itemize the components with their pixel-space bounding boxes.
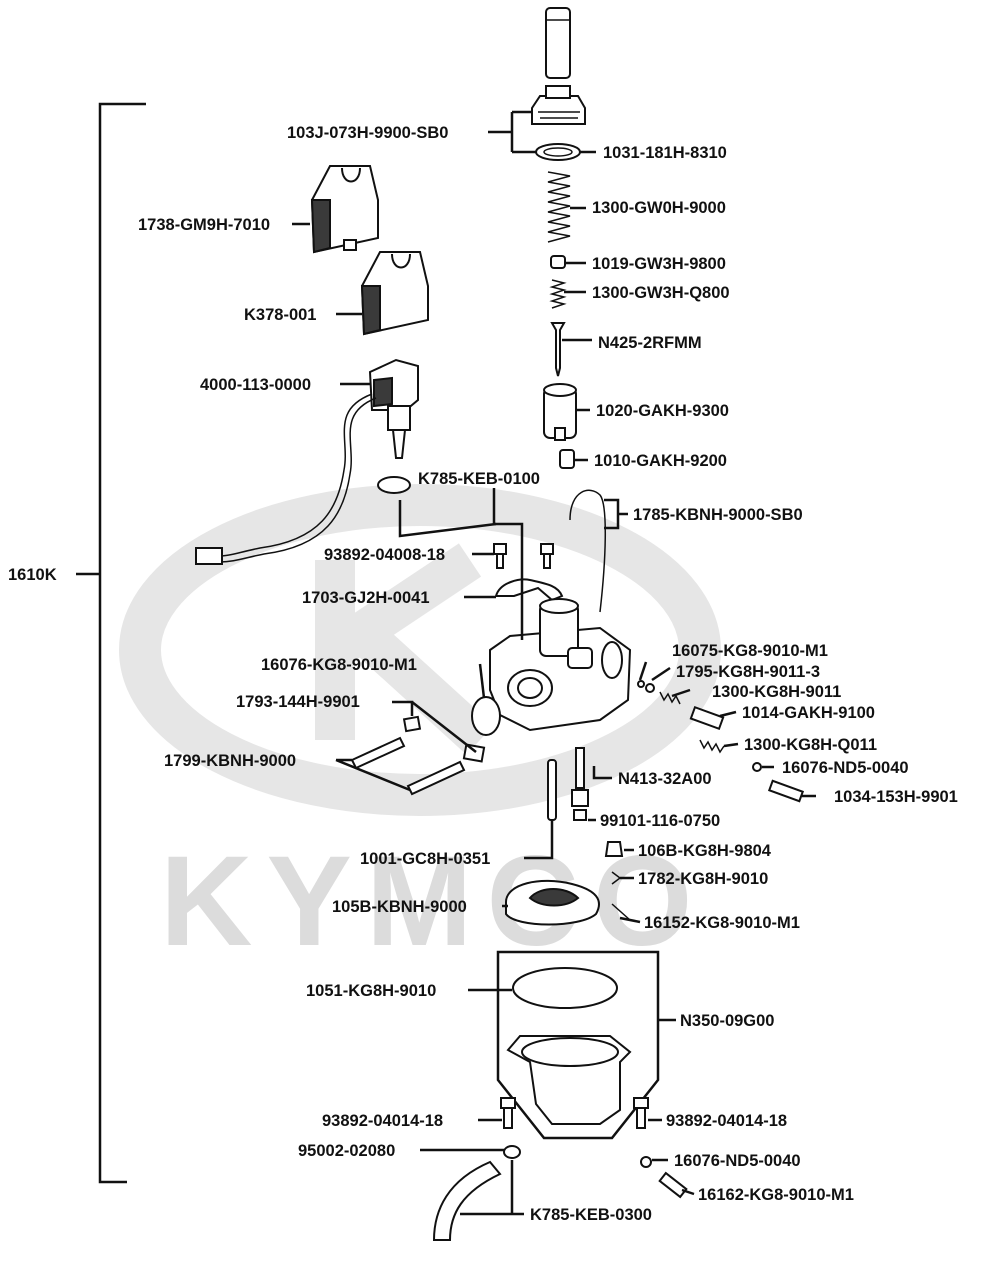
top-cap-part xyxy=(531,85,586,125)
jet-parts xyxy=(547,747,624,885)
label-cap: 103J-073H-9900-SB0 xyxy=(287,124,448,142)
label-cover-a: 1738-GM9H-7010 xyxy=(138,216,270,234)
choke-part xyxy=(368,358,419,459)
choke-wire xyxy=(219,393,373,557)
label-slide: 1020-GAKH-9300 xyxy=(596,402,729,420)
drain-hose-part xyxy=(432,1160,502,1241)
connector-part xyxy=(195,547,223,565)
idle-parts xyxy=(637,680,805,803)
label-screw-top: 93892-04008-18 xyxy=(324,546,445,564)
assembly-bracket xyxy=(76,102,146,1184)
vent-tube-part xyxy=(569,489,607,613)
label-jet-holder: 1001-GC8H-0351 xyxy=(360,850,490,868)
part-labels: 1610K 103J-073H-9900-SB0 1031-181H-8310 … xyxy=(8,124,958,1224)
label-assembly: 1610K xyxy=(8,566,57,584)
main-spring-part xyxy=(547,171,571,243)
label-gasket-bowl: 1051-KG8H-9010 xyxy=(306,982,436,1000)
clip-part xyxy=(550,255,566,269)
label-oring-small: 16076-ND5-0040 xyxy=(782,759,909,777)
plate-part xyxy=(494,578,564,602)
cover-b-part xyxy=(360,251,429,336)
label-float-valve: 106B-KG8H-9804 xyxy=(638,842,772,860)
label-screw-bowl-r: 93892-04014-18 xyxy=(666,1112,787,1130)
label-screw-throttle: 1034-153H-9901 xyxy=(834,788,958,806)
clamp-part xyxy=(503,1145,521,1159)
label-drain-screw: 16162-KG8-9010-M1 xyxy=(698,1186,854,1204)
label-oring-kit: K785-KEB-0100 xyxy=(418,470,540,488)
label-clamp: 95002-02080 xyxy=(298,1142,395,1160)
drain-parts xyxy=(640,1156,688,1199)
needle-part xyxy=(550,322,566,377)
label-spring-throttle: 1300-KG8H-Q011 xyxy=(744,736,877,754)
choke-wire-2 xyxy=(219,397,377,563)
label-choke: 4000-113-0000 xyxy=(200,376,311,394)
stud-parts xyxy=(350,715,486,796)
label-plate: 1703-GJ2H-0041 xyxy=(302,589,430,607)
washer-hole xyxy=(543,147,573,157)
float-pin-part xyxy=(611,903,631,921)
screw-top-parts xyxy=(493,543,554,569)
washer-part xyxy=(535,143,581,161)
bowl-gasket-part xyxy=(512,967,618,1009)
label-hose-kit: K785-KEB-0300 xyxy=(530,1206,652,1224)
watermark-text: KYMCO xyxy=(160,830,706,973)
label-stud: 1799-KBNH-9000 xyxy=(164,752,296,770)
bowl-screws xyxy=(500,1097,649,1129)
label-float-pin: 16152-KG8-9010-M1 xyxy=(644,914,800,932)
bowl-kit-frame xyxy=(496,950,660,1140)
label-spring-main: 1300-GW0H-9000 xyxy=(592,199,726,217)
label-valve-end: 1010-GAKH-9200 xyxy=(594,452,727,470)
label-float: 105B-KBNH-9000 xyxy=(332,898,467,916)
label-spring-small: 1300-GW3H-Q800 xyxy=(592,284,730,302)
label-spring-air: 1300-KG8H-9011 xyxy=(712,683,841,701)
bowl-part xyxy=(506,1035,632,1125)
label-vent-tube: 1785-KBNH-9000-SB0 xyxy=(633,506,803,524)
label-screw-air: 1014-GAKH-9100 xyxy=(742,704,875,722)
carburetor-body-part xyxy=(489,598,632,732)
label-washer-top: 1031-181H-8310 xyxy=(603,144,727,162)
cover-a-part xyxy=(310,165,379,254)
label-bowl-set: N350-09G00 xyxy=(680,1012,774,1030)
label-washer-plate: 1793-144H-9901 xyxy=(236,693,360,711)
slide-part xyxy=(543,383,577,441)
float-part xyxy=(505,879,600,926)
label-oring-idle: 16075-KG8-9010-M1 xyxy=(672,642,828,660)
kymco-watermark: KYMCO xyxy=(119,484,721,973)
label-oring-drain: 16076-ND5-0040 xyxy=(674,1152,801,1170)
body-oring-part xyxy=(471,696,501,736)
label-oring-body: 16076-KG8-9010-M1 xyxy=(261,656,417,674)
small-spring-part xyxy=(549,279,567,309)
valve-end-part xyxy=(559,449,575,469)
top-tube-part xyxy=(545,7,571,79)
label-needle: N425-2RFMM xyxy=(598,334,702,352)
oring-part xyxy=(377,476,411,494)
label-screw-bowl-l: 93892-04014-18 xyxy=(322,1112,443,1130)
label-clip: 1019-GW3H-9800 xyxy=(592,255,726,273)
label-main-jet: 99101-116-0750 xyxy=(600,812,720,830)
label-jet-needle: N413-32A00 xyxy=(618,770,712,788)
label-cover-b: K378-001 xyxy=(244,306,316,324)
label-spring-idle: 1795-KG8H-9011-3 xyxy=(676,663,820,681)
leader-lines xyxy=(292,110,816,1216)
label-clip-float: 1782-KG8H-9010 xyxy=(638,870,768,888)
